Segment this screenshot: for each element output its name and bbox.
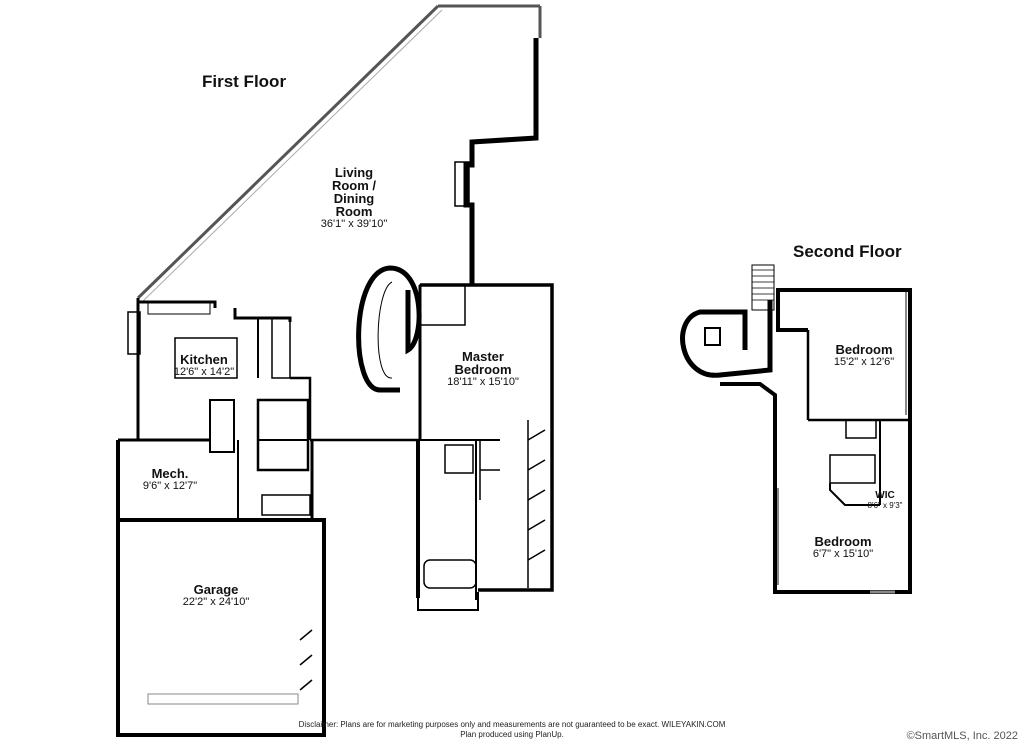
room-label-garage: Garage 22'2" x 24'10": [183, 583, 249, 609]
living-right-wall: [463, 38, 539, 285]
room-dimensions: 9'6" x 12'7": [142, 480, 198, 492]
room-dimensions: 12'6" x 14'2": [173, 366, 235, 378]
room-dimensions: 22'2" x 24'10": [182, 596, 250, 608]
room-dimensions: 6'7" x 15'10": [812, 548, 874, 560]
room-name-line: Bedroom: [454, 362, 512, 377]
spiral-stair: [356, 265, 422, 393]
curved-hall-wall: [680, 300, 773, 378]
copyright-notice: ©SmartMLS, Inc. 2022: [906, 730, 1018, 742]
room-label-bedroom-upper: Bedroom 15'2" x 12'6": [834, 343, 894, 369]
room-dimensions: 8'6" x 9'3": [867, 501, 903, 510]
master-bedroom-wall: [420, 283, 554, 592]
second-floor-walls: [680, 264, 912, 594]
planup-credit: Plan produced using PlanUp.: [460, 730, 564, 739]
room-dimensions: 15'2" x 12'6": [833, 356, 895, 368]
diagonal-window-wall: [136, 4, 440, 300]
room-name-line: Room: [335, 204, 373, 219]
room-label-kitchen: Kitchen 12'6" x 14'2": [174, 353, 234, 379]
stair-up: [751, 264, 775, 311]
room-name: WIC: [875, 490, 895, 501]
room-name-line: Living: [334, 165, 374, 180]
room-name-line: Dining: [333, 191, 375, 206]
room-dimensions: 36'1" x 39'10": [320, 218, 388, 230]
second-floor-title: Second Floor: [793, 242, 902, 261]
room-label-mech: Mech. 9'6" x 12'7": [143, 467, 197, 493]
first-floor-walls: [116, 4, 554, 737]
room-label-living-dining: Living Room / Dining Room 36'1" x 39'10": [321, 166, 387, 231]
room-name: Garage: [193, 582, 239, 597]
room-name: Kitchen: [180, 352, 228, 367]
room-name-line: Master: [462, 349, 504, 364]
room-label-bedroom-lower: Bedroom 6'7" x 15'10": [813, 535, 873, 561]
room-dimensions: 18'11" x 15'10": [447, 376, 519, 388]
room-name-line: Room /: [331, 178, 377, 193]
master-closets: [444, 420, 546, 588]
disclaimer-text: Disclaimer: Plans are for marketing purp…: [298, 720, 726, 729]
room-name: Bedroom: [814, 534, 872, 549]
mech-wall: [116, 440, 326, 737]
room-label-wic: WIC 8'6" x 9'3": [868, 490, 903, 510]
room-name: Mech.: [151, 466, 189, 481]
room-name: Bedroom: [835, 342, 893, 357]
room-label-master-bedroom: Master Bedroom 18'11" x 15'10": [447, 350, 519, 389]
first-floor-title: First Floor: [202, 72, 287, 91]
